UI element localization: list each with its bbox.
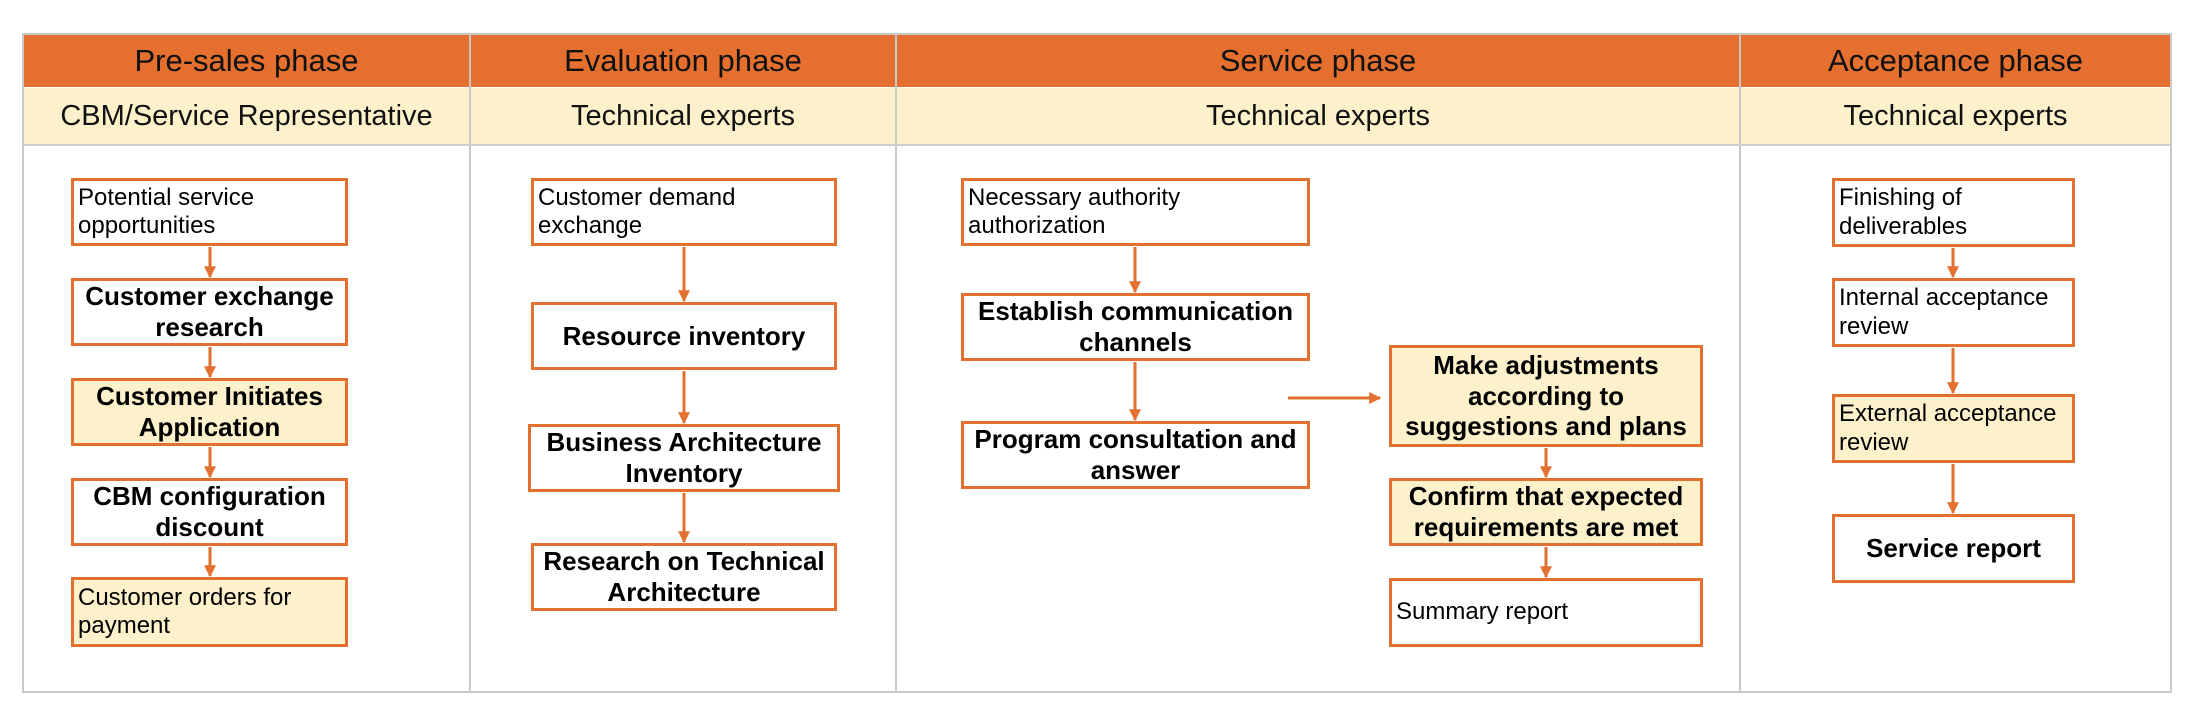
presales-step-1: Potential service opportunities bbox=[71, 178, 348, 246]
evaluation-step-1: Customer demand exchange bbox=[531, 178, 837, 246]
diagram-frame bbox=[22, 33, 2172, 693]
phase-header-acceptance: Acceptance phase bbox=[1741, 35, 2170, 87]
role-presales: CBM/Service Representative bbox=[24, 88, 469, 144]
acceptance-step-3: External acceptance review bbox=[1832, 394, 2075, 463]
phase-header-presales: Pre-sales phase bbox=[24, 35, 469, 87]
service-step-5: Confirm that expected requirements are m… bbox=[1389, 478, 1703, 546]
phase-header-service: Service phase bbox=[897, 35, 1739, 87]
evaluation-step-3: Business Architecture Inventory bbox=[528, 424, 840, 492]
service-step-3: Program consultation and answer bbox=[961, 421, 1310, 489]
role-row-divider bbox=[24, 144, 2170, 146]
acceptance-step-1: Finishing of deliverables bbox=[1832, 178, 2075, 247]
service-step-2: Establish communication channels bbox=[961, 293, 1310, 361]
column-divider bbox=[469, 33, 471, 693]
service-step-6: Summary report bbox=[1389, 578, 1703, 647]
evaluation-step-2: Resource inventory bbox=[531, 302, 837, 370]
column-divider bbox=[895, 33, 897, 693]
acceptance-step-4: Service report bbox=[1832, 514, 2075, 583]
service-step-1: Necessary authority authorization bbox=[961, 178, 1310, 246]
presales-step-5: Customer orders for payment bbox=[71, 577, 348, 647]
presales-step-4: CBM configuration discount bbox=[71, 478, 348, 546]
presales-step-2: Customer exchange research bbox=[71, 278, 348, 346]
role-service: Technical experts bbox=[897, 88, 1739, 144]
service-step-4: Make adjustments according to suggestion… bbox=[1389, 345, 1703, 447]
phase-header-evaluation: Evaluation phase bbox=[471, 35, 895, 87]
acceptance-step-2: Internal acceptance review bbox=[1832, 278, 2075, 347]
role-evaluation: Technical experts bbox=[471, 88, 895, 144]
role-acceptance: Technical experts bbox=[1741, 88, 2170, 144]
evaluation-step-4: Research on Technical Architecture bbox=[531, 543, 837, 611]
presales-step-3: Customer Initiates Application bbox=[71, 378, 348, 446]
column-divider bbox=[1739, 33, 1741, 693]
